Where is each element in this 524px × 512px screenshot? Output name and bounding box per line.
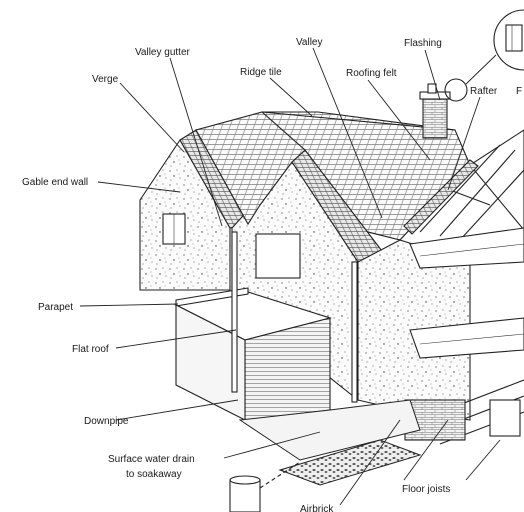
label-flat-roof: Flat roof — [72, 344, 109, 355]
label-valley-gutter: Valley gutter — [135, 47, 191, 58]
diagram-labels: Valley gutter Valley Flashing Verge Ridg… — [22, 37, 522, 512]
front-opening — [255, 233, 301, 279]
label-gable-end-wall: Gable end wall — [22, 177, 88, 188]
label-ridge-tile: Ridge tile — [240, 67, 282, 78]
label-surface-drain-1: Surface water drain — [108, 454, 195, 465]
house-illustration — [139, 9, 524, 512]
label-surface-drain-2: to soakaway — [126, 469, 182, 480]
soakaway-pipe — [229, 479, 261, 512]
label-downpipe: Downpipe — [84, 416, 129, 427]
ground-floor — [409, 317, 524, 359]
soakaway-gravel — [278, 439, 422, 486]
patio — [238, 399, 421, 461]
label-airbrick: Airbrick — [300, 504, 334, 512]
chimney — [419, 83, 451, 139]
label-rafter: Rafter — [470, 86, 498, 97]
leader-lines — [79, 47, 501, 506]
label-parapet: Parapet — [38, 302, 73, 313]
label-roofing-felt: Roofing felt — [346, 68, 397, 79]
upper-floor — [409, 227, 524, 269]
label-floor-joists: Floor joists — [402, 484, 450, 495]
label-valley: Valley — [296, 37, 323, 48]
label-flashing: Flashing — [404, 38, 442, 49]
floor-joists-structure — [404, 379, 524, 445]
label-cut-letter: F — [516, 86, 522, 97]
downpipe-pipe — [231, 231, 238, 393]
flashing-detail-inset — [444, 9, 524, 102]
label-verge: Verge — [92, 74, 119, 85]
